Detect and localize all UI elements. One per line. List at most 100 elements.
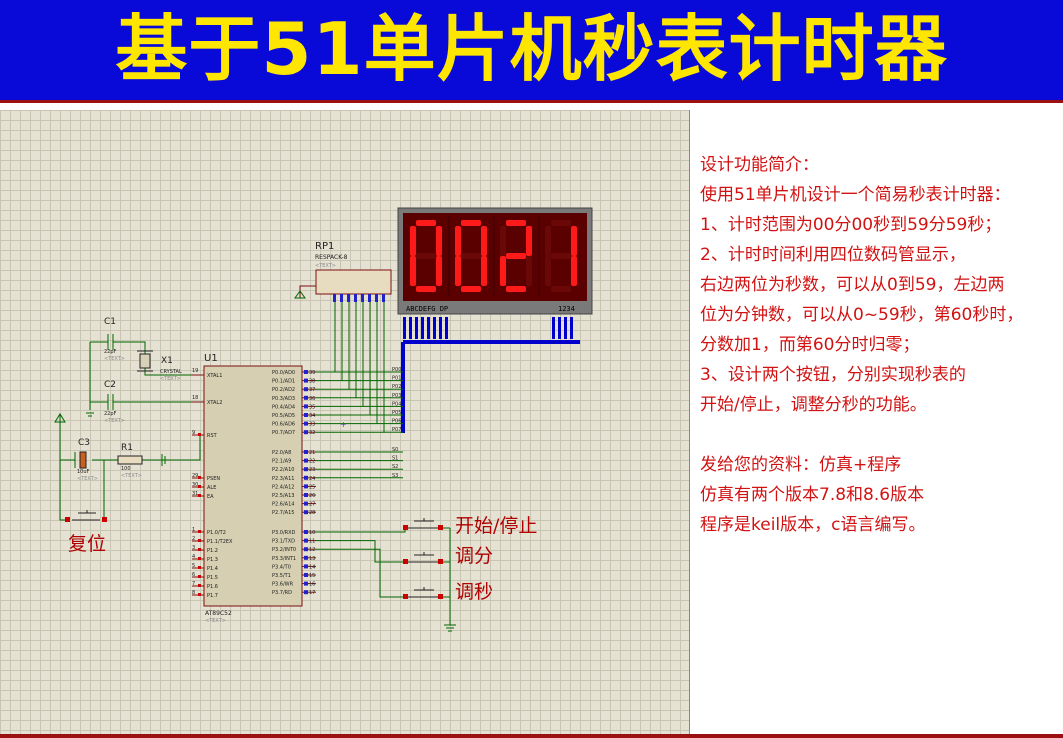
c1-ref: C1 [104, 317, 116, 327]
pin-marker [304, 467, 308, 472]
display-pin [445, 317, 448, 339]
desc-line: 设计功能简介： [700, 155, 819, 175]
pin-marker [304, 484, 308, 489]
pin-num: 13 [309, 556, 315, 562]
crystal-circuit[interactable]: C1 22pF <TEXT> C2 22pF <TEXT> X1 CRYSTAL… [86, 317, 200, 424]
u1-microcontroller[interactable]: U1 AT89C52 <TEXT> XTAL1XTAL2RST9PSEN29AL… [192, 353, 316, 624]
u1-pin-label: P1.3 [207, 557, 218, 563]
u1-pin-label: P2.2/A10 [272, 467, 294, 473]
u1-pin-label: P1.5 [207, 575, 218, 581]
segment [506, 220, 526, 226]
pin-num: 37 [309, 387, 315, 393]
pushbutton[interactable] [316, 518, 450, 533]
u1-pin-label: P3.3/INT1 [272, 556, 296, 562]
u1-pin-label: P0.1/AD1 [272, 379, 295, 385]
pin-num: 9 [192, 430, 195, 436]
pin-marker [198, 485, 201, 488]
r1-ref: R1 [121, 443, 133, 453]
pin-marker [198, 476, 201, 479]
segment [526, 256, 532, 286]
pin-num: 27 [309, 502, 315, 508]
u1-pin-label: P1.4 [207, 566, 218, 572]
start-stop-button-label[interactable]: 开始/停止 [455, 515, 537, 537]
pushbutton[interactable] [316, 548, 450, 599]
pin-marker [304, 547, 308, 552]
display-pin [403, 317, 406, 339]
u1-pin-label: P3.1/TXD [272, 539, 295, 545]
u1-pin-label: P1.1/T2EX [207, 539, 233, 545]
u1-pin-label: RST [207, 433, 218, 439]
rp1-ref: RP1 [315, 241, 334, 252]
pin-num: 15 [309, 573, 315, 579]
u1-pin-label: P1.7 [207, 593, 218, 599]
display-pin [409, 317, 412, 339]
segment [436, 226, 442, 256]
pin-num: 8 [192, 590, 195, 596]
segment [461, 220, 481, 226]
description-panel: 设计功能简介： 使用51单片机设计一个简易秒表计时器： 1、计时范围为00分00… [700, 150, 1060, 540]
display-pin [415, 317, 418, 339]
display-pin [552, 317, 555, 339]
segment [551, 253, 571, 259]
pin-marker [304, 538, 308, 543]
pin-num: 11 [309, 539, 315, 545]
display-pin [564, 317, 567, 339]
reset-button-label[interactable]: 复位 [68, 533, 106, 555]
circuit-diagram: ABCDEFG DP 1234 RP1 RESPACK-8 <TEXT> C1 … [54, 207, 593, 632]
u1-text: <TEXT> [205, 618, 226, 624]
desc-line: 右边两位为秒数，可以从0到59，左边两 [700, 275, 1005, 295]
desc-line: 2、计时时间利用四位数码管显示， [700, 245, 966, 265]
rp1-pin [340, 294, 343, 302]
u1-pin-label: P3.4/T0 [272, 564, 291, 570]
pin-marker [304, 581, 308, 586]
s-net-label: S3 [392, 473, 398, 479]
segment-label: ABCDEFG DP [406, 305, 448, 313]
pin-num: 32 [309, 430, 315, 436]
reset-circuit[interactable]: C3 10uF <TEXT> R1 100 <TEXT> [54, 413, 205, 555]
s-net-label: S0 [392, 447, 398, 453]
s-net-label: S1 [392, 456, 398, 462]
segment [526, 226, 532, 256]
u1-pin-label: P3.0/RXD [272, 530, 296, 536]
pin-marker [198, 566, 201, 569]
p0-net-label: P07 [392, 427, 401, 433]
seven-segment-display[interactable]: ABCDEFG DP 1234 [397, 207, 593, 315]
adjust-minute-button-label[interactable]: 调分 [455, 545, 493, 567]
u1-ref: U1 [204, 353, 218, 364]
pin-num: 2 [192, 536, 195, 542]
desc-line: 开始/停止，调整分秒的功能。 [700, 395, 927, 415]
display-pin [439, 317, 442, 339]
pin-num: 4 [192, 554, 195, 560]
rp1-respack[interactable]: RP1 RESPACK-8 <TEXT> [315, 241, 392, 295]
c2-value: 22pF [104, 411, 117, 417]
desc-line: 发给您的资料：仿真+程序 [700, 455, 902, 475]
desc-line: 分数加1，而第60分时归零； [700, 335, 920, 355]
svg-text:+: + [340, 420, 347, 429]
pin-num: 16 [309, 582, 315, 588]
pin-marker [198, 548, 201, 551]
pin-marker [304, 573, 308, 577]
pin-marker [304, 404, 308, 409]
u1-pin-label: P3.2/INT0 [272, 547, 296, 553]
r1-text: <TEXT> [121, 473, 142, 479]
pushbutton[interactable] [316, 540, 450, 564]
desc-line: 使用51单片机设计一个简易秒表计时器： [700, 185, 1011, 205]
segment [545, 256, 551, 286]
schematic-canvas[interactable]: ABCDEFG DP 1234 RP1 RESPACK-8 <TEXT> C1 … [0, 110, 690, 734]
pin-num: 14 [309, 564, 315, 570]
pin-marker [304, 370, 308, 374]
u1-pin-label: P1.0/T2 [207, 530, 226, 536]
u1-pin-label: ALE [207, 485, 216, 491]
p0-net-label: P01 [392, 376, 401, 382]
pin-num: 7 [192, 581, 195, 587]
position-label: 1234 [558, 305, 575, 313]
display-pin [427, 317, 430, 339]
desc-line [700, 420, 1060, 450]
pin-marker [304, 555, 308, 560]
c3-ref: C3 [78, 438, 90, 448]
pin-num: 21 [309, 450, 315, 456]
adjust-second-button-label[interactable]: 调秒 [455, 581, 493, 603]
pin-marker [304, 458, 308, 463]
desc-line: 程序是keil版本，c语言编写。 [700, 515, 926, 535]
u1-pin-label: XTAL1 [207, 373, 222, 379]
